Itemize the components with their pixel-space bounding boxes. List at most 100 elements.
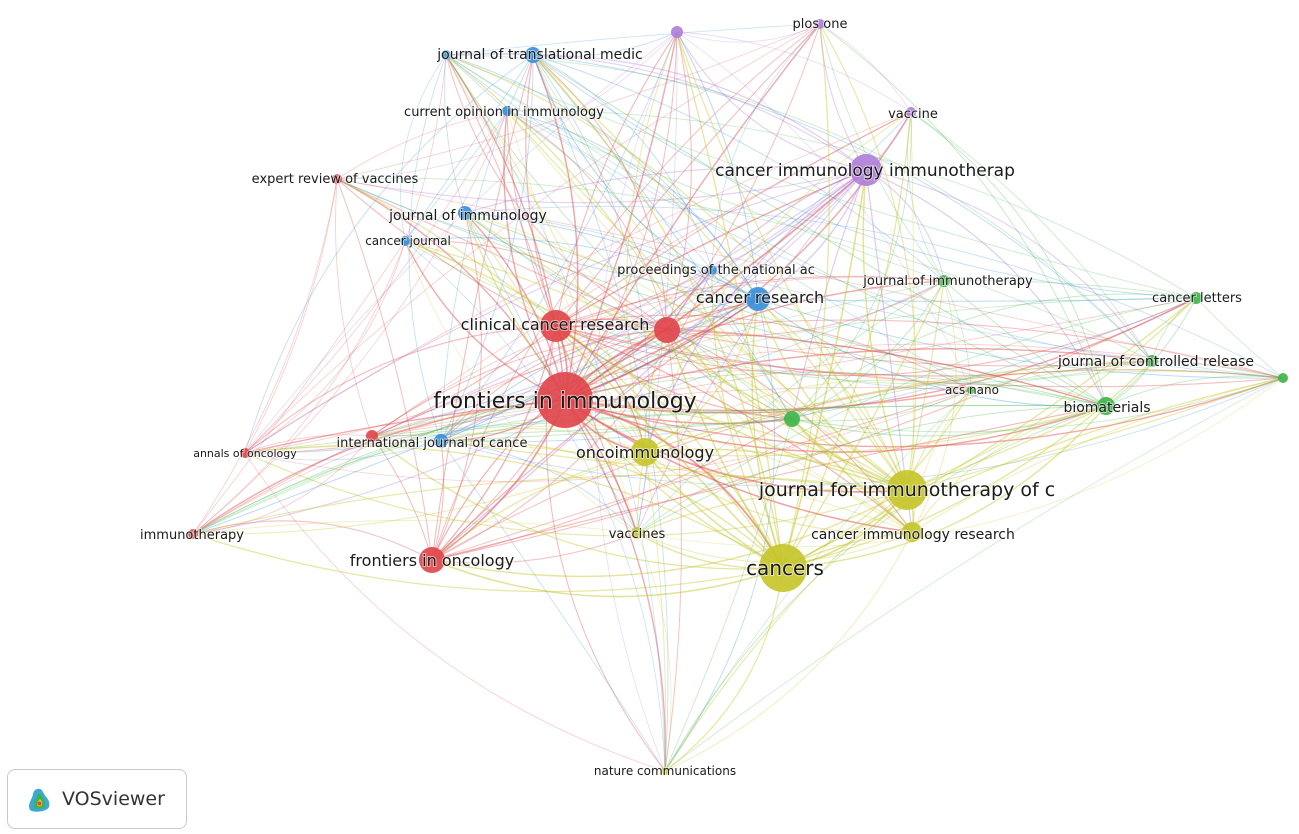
node-cancer-immunology-immunotherap[interactable] bbox=[850, 154, 882, 186]
label-journal-for-immunotherapy-of-c: journal for immunotherapy of c bbox=[758, 479, 1055, 501]
link-plos-one-purple-unlabeled bbox=[676, 23, 821, 43]
node-cancer-immunology-research[interactable] bbox=[902, 522, 922, 542]
link-annals-of-oncology-nature-communications bbox=[244, 452, 666, 772]
node-blue-int-unlabeled[interactable] bbox=[434, 434, 448, 448]
node-green-unlabeled-2[interactable] bbox=[784, 411, 800, 427]
label-international-journal-of-cance: international journal of cance bbox=[337, 436, 528, 451]
link-journal-of-immunology-acs-nano bbox=[464, 212, 972, 391]
label-biomaterials: biomaterials bbox=[1063, 400, 1150, 416]
node-expert-review-of-vaccines[interactable] bbox=[332, 174, 342, 184]
link-plos-one-journal-for-immunotherapy-of-c bbox=[819, 23, 917, 491]
node-current-opinion-in-immunology[interactable] bbox=[502, 106, 512, 116]
node-blue-top-unlabeled[interactable] bbox=[441, 50, 451, 60]
link-current-opinion-in-immunology-journal-of-immunotherapy bbox=[506, 110, 945, 282]
link-journal-for-immunotherapy-of-c-nature-communications bbox=[664, 489, 908, 772]
link-frontiers-in-oncology-proceedings-of-the-national-ac bbox=[431, 269, 713, 561]
link-cancer-journal-journal-of-controlled-release bbox=[404, 240, 1153, 385]
link-cancer-immunology-immunotherap-purple-unlabeled bbox=[676, 31, 867, 171]
link-biomaterials-journal-for-immunotherapy-of-c bbox=[906, 405, 1107, 491]
link-frontiers-in-oncology-plos-one bbox=[431, 23, 821, 561]
node-journal-of-immunotherapy[interactable] bbox=[938, 275, 950, 287]
node-immunotherapy[interactable] bbox=[188, 529, 198, 539]
link-immunotherapy-current-opinion-in-immunology bbox=[192, 110, 508, 535]
node-frontiers-in-immunology[interactable] bbox=[537, 372, 593, 428]
node-journal-of-immunology[interactable] bbox=[458, 206, 472, 220]
label-frontiers-in-immunology: frontiers in immunology bbox=[433, 389, 696, 414]
link-immunotherapy-cancer-journal bbox=[192, 240, 406, 535]
node-journal-for-immunotherapy-of-c[interactable] bbox=[887, 470, 927, 510]
link-frontiers-in-oncology-immunotherapy bbox=[192, 520, 433, 561]
node-frontiers-in-oncology[interactable] bbox=[419, 547, 445, 573]
link-clinical-cancer-research-annals-of-oncology bbox=[244, 325, 557, 454]
link-cancer-letters-cancers bbox=[782, 297, 1197, 569]
label-clinical-cancer-research: clinical cancer research bbox=[461, 315, 650, 334]
node-cancer-journal[interactable] bbox=[400, 236, 410, 246]
link-annals-of-oncology-cancer-journal bbox=[244, 240, 406, 454]
node-acs-nano[interactable] bbox=[967, 386, 975, 394]
link-oncoimmunology-cancer-immunology-research bbox=[644, 451, 913, 534]
link-blue-top-unlabeled-journal-for-immunotherapy-of-c bbox=[445, 54, 908, 491]
link-journal-of-immunotherapy-vaccines bbox=[636, 280, 945, 534]
link-journal-of-translational-medic-green-unlabeled-2 bbox=[532, 54, 793, 420]
link-clinical-cancer-research-cancer-letters bbox=[555, 297, 1197, 377]
node-annals-of-oncology[interactable] bbox=[240, 448, 250, 458]
link-frontiers-in-immunology-annals-of-oncology bbox=[244, 399, 566, 454]
node-red-unlabeled[interactable] bbox=[654, 317, 680, 343]
node-nature-communications[interactable] bbox=[661, 767, 669, 775]
link-annals-of-oncology-expert-review-of-vaccines bbox=[244, 178, 338, 454]
link-frontiers-in-oncology-journal-for-immunotherapy-of-c bbox=[431, 489, 908, 578]
label-journal-of-immunology: journal of immunology bbox=[388, 208, 547, 224]
label-cancer-journal: cancer journal bbox=[365, 234, 451, 248]
node-cancer-letters[interactable] bbox=[1190, 292, 1202, 304]
link-red-unlabeled-plos-one bbox=[666, 23, 821, 331]
link-green-unlabeled-2-nature-communications bbox=[664, 418, 793, 772]
label-frontiers-in-oncology: frontiers in oncology bbox=[350, 551, 514, 570]
node-journal-of-controlled-release[interactable] bbox=[1146, 355, 1158, 367]
node-vaccines[interactable] bbox=[631, 527, 643, 539]
link-cancer-research-biomaterials bbox=[757, 298, 1107, 408]
node-clinical-cancer-research[interactable] bbox=[540, 310, 572, 342]
link-journal-of-immunotherapy-cancer-immunology-research bbox=[911, 280, 957, 533]
node-vaccine[interactable] bbox=[906, 107, 916, 117]
link-cancer-immunology-immunotherap-biomaterials bbox=[865, 169, 1107, 407]
vosviewer-brand-label: VOSviewer bbox=[62, 788, 165, 810]
link-current-opinion-in-immunology-vaccines bbox=[506, 110, 638, 534]
node-biomaterials[interactable] bbox=[1097, 397, 1115, 415]
link-clinical-cancer-research-cancers bbox=[555, 325, 784, 569]
link-frontiers-in-immunology-blue-top-unlabeled bbox=[445, 54, 566, 401]
node-proceedings-of-the-national-ac[interactable] bbox=[707, 265, 717, 275]
node-green-unlabeled-1[interactable] bbox=[1278, 373, 1288, 383]
link-cancer-letters-biomaterials bbox=[1105, 297, 1197, 407]
node-journal-of-translational-medic[interactable] bbox=[525, 47, 541, 63]
link-international-journal-of-cance-journal-of-immunotherapy bbox=[371, 276, 945, 437]
link-cancer-research-cancer-letters bbox=[757, 297, 1197, 302]
link-frontiers-in-oncology-cancers bbox=[431, 559, 784, 598]
link-clinical-cancer-research-green-unlabeled-2 bbox=[555, 325, 793, 420]
link-frontiers-in-oncology-cancer-immunology-immunotherap bbox=[431, 169, 867, 561]
link-red-unlabeled-green-unlabeled-2 bbox=[666, 329, 793, 420]
link-green-unlabeled-1-cancers bbox=[782, 377, 1284, 569]
link-purple-unlabeled-journal-for-immunotherapy-of-c bbox=[676, 31, 908, 491]
node-purple-unlabeled[interactable] bbox=[671, 26, 683, 38]
link-blue-top-unlabeled-plos-one bbox=[445, 23, 821, 56]
node-plos-one[interactable] bbox=[815, 19, 825, 29]
node-cancers[interactable] bbox=[759, 544, 807, 592]
link-green-unlabeled-2-cancer-immunology-research bbox=[791, 418, 913, 533]
link-expert-review-of-vaccines-cancer-research bbox=[336, 178, 759, 300]
link-immunotherapy-cancer-letters bbox=[192, 297, 1197, 535]
link-green-unlabeled-1-journal-for-immunotherapy-of-c bbox=[906, 377, 1284, 491]
link-blue-int-unlabeled-cancer-letters bbox=[440, 297, 1197, 443]
network-labels: frontiers in immunology clinical cancer r… bbox=[139, 16, 1255, 779]
link-acs-nano-oncoimmunology bbox=[644, 379, 972, 453]
link-red-unlabeled-expert-review-of-vaccines bbox=[336, 178, 668, 331]
node-cancer-research[interactable] bbox=[746, 287, 770, 311]
label-immunotherapy: immunotherapy bbox=[140, 528, 244, 543]
link-frontiers-in-immunology-acs-nano bbox=[564, 389, 972, 412]
node-oncoimmunology[interactable] bbox=[631, 438, 659, 466]
label-journal-of-controlled-release: journal of controlled release bbox=[1057, 354, 1254, 370]
link-clinical-cancer-research-vaccines bbox=[555, 325, 638, 534]
link-annals-of-oncology-cancer-research bbox=[244, 298, 759, 454]
node-international-journal-of-cance[interactable] bbox=[366, 430, 378, 442]
link-vaccine-oncoimmunology bbox=[644, 111, 912, 453]
link-journal-of-translational-medic-blue-int-unlabeled bbox=[440, 54, 534, 442]
